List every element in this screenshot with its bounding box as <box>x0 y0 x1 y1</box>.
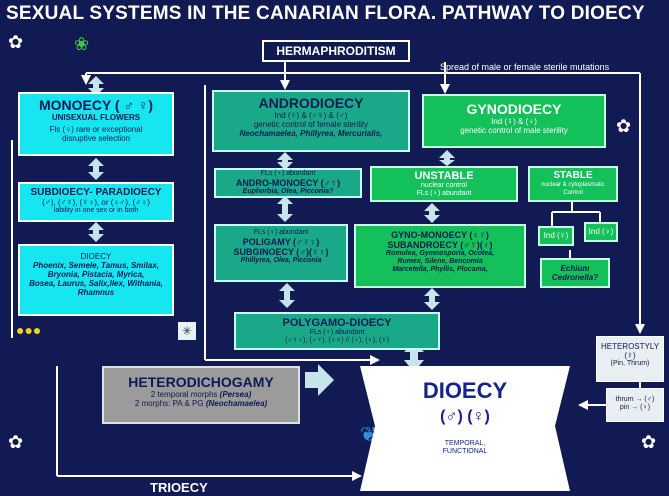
heterodichogamy-line2b: (Neochamaelea) <box>205 399 268 408</box>
echium-box: Echium Cedronella? <box>540 258 610 288</box>
trioecy-label: TRIOECY <box>150 480 208 495</box>
polygamodioecy-box: POLYGAMO-DIOECY FLs (♀) abundant (♂☿♀), … <box>234 312 440 350</box>
unstable-box: UNSTABLE nuclear control FLs (♀) abundan… <box>370 166 518 202</box>
page-title: SEXUAL SYSTEMS IN THE CANARIAN FLORA. PA… <box>6 3 645 24</box>
dioecy-main-line2: TEMPORAL, <box>444 440 486 447</box>
subdioecy-line2: lability in one sex or in both <box>53 207 139 214</box>
gynomonoecy-title2: SUBANDROECY (♂☿)(♀) <box>387 240 493 250</box>
monoecy-line2: disruptive selection <box>61 134 131 143</box>
monoecy-sub: UNISEXUAL FLOWERS <box>51 113 141 122</box>
gynodioecy-box: GYNODIOECY Ind (☿) & (♀) genetic control… <box>422 94 606 148</box>
unstable-line1: nuclear control <box>421 182 467 189</box>
gynomonoecy-box: GYNO-MONOECY (♀☿) SUBANDROECY (♂☿)(♀) Ro… <box>354 224 526 288</box>
polygamodioecy-line1: FLs (♀) abundant <box>309 329 365 336</box>
heterodichogamy-line1b: (Persea) <box>219 390 252 399</box>
gynomonoecy-title: GYNO-MONOECY (♀☿) <box>391 230 489 240</box>
androdioecy-title: ANDRODIOECY <box>258 95 364 111</box>
heterostyly-box: HETEROSTYLY (☿) (Pin, Thrum) <box>596 336 664 382</box>
polygamodioecy-line2: (♂☿♀), (♂☿), (♀☿) // (♂), (♀), (☿) <box>285 337 389 344</box>
poligamy-line1: Phillyrea, Olea, Picconia <box>240 257 322 264</box>
heterodichogamy-title: HETERODICHOGAMY <box>128 374 274 390</box>
dioecy-list-line3: Bosea, Laurus, Salix,Ilex, Withania, <box>29 279 163 288</box>
dioecy-main: DIOECY (♂) (♀) TEMPORAL, FUNCTIONAL <box>372 372 558 490</box>
monoecy-line1: Fls (♀) rare or exceptional <box>49 125 143 134</box>
dioecy-list-line1: Phoenix, Semele, Tamus, Smilax, <box>33 261 159 270</box>
subdioecy-title: SUBDIOECY- PARADIOECY <box>30 187 162 198</box>
heterodichogamy-line2: 2 morphs: PA & PG <box>134 399 204 408</box>
dioecy-main-line1: (♂) (♀) <box>440 408 490 425</box>
flower-icon: ✿ <box>616 116 632 136</box>
unstable-title: UNSTABLE <box>414 170 474 182</box>
gynomonoecy-line3: Marcetella, Phyllis, Plocama, <box>392 266 488 273</box>
poligamy-title: POLIGAMY (♂☿♀) <box>242 237 320 247</box>
monoecy-box: MONOECY ( ♂ ♀) UNISEXUAL FLOWERS Fls (♀)… <box>18 92 174 156</box>
stable-line2: Control <box>563 190 583 196</box>
stable-line1: nuclear & cytoplasmatic <box>541 182 605 188</box>
andromonoecy-line1: Euphorbia, Olea, Picconia? <box>242 188 334 195</box>
dioecy-list-line4: Rhamnus <box>77 288 115 297</box>
echium-line2: Cedronella? <box>551 273 599 282</box>
spread-note: Spread of male or female sterile mutatio… <box>440 62 610 72</box>
pollen-icon: ✳ <box>178 322 196 340</box>
heterostyly-line1: (☿) <box>624 351 636 360</box>
heterostyly-line3: thrum → (♂) <box>615 396 655 403</box>
andromonoecy-box: FLs (♀) abundant ANDRO-MONOECY (♂☿) Euph… <box>214 168 362 198</box>
gynodioecy-title: GYNODIOECY <box>466 101 562 117</box>
polygamodioecy-title: POLYGAMO-DIOECY <box>282 317 392 329</box>
dioecy-main-title: DIOECY <box>422 378 508 403</box>
heterostyly-line4: pin → (♀) <box>619 404 651 411</box>
dioecy-list-box: DIOECY Phoenix, Semele, Tamus, Smilax, B… <box>18 244 174 316</box>
dioecy-list-line2: Bryonia, Pistacia, Myrica, <box>47 270 145 279</box>
subdioecy-box: SUBDIOECY- PARADIOECY (♂), (♂☿), (☿♀), o… <box>18 182 174 222</box>
heterostyly-morph-box: thrum → (♂) pin → (♀) <box>606 388 664 422</box>
androdioecy-line1: Ind (☿) & (♂☿) & (♂) <box>274 111 348 120</box>
monoecy-title: MONOECY ( ♂ ♀) <box>38 97 154 113</box>
poligamy-box: FLs (♀) abundant POLIGAMY (♂☿♀) SUBGINOE… <box>214 224 348 282</box>
heterostyly-line2: (Pin, Thrum) <box>610 360 650 367</box>
flower-icon: ✿ <box>8 32 24 52</box>
andromonoecy-line0: FLs (♀) abundant <box>260 170 316 177</box>
heterostyly-title: HETEROSTYLY <box>600 342 660 351</box>
gynodioecy-line2: genetic control of male sterility <box>460 126 568 135</box>
ind-female-box: Ind (♀) <box>584 222 618 242</box>
plant-icon: ❀ <box>74 34 90 54</box>
gynomonoecy-line2: Rumex, Silene, Bencomia <box>397 258 483 265</box>
flower-icon: ✿ <box>8 432 24 452</box>
flower-icon: ✿ <box>641 432 657 452</box>
gynodioecy-line1: Ind (☿) & (♀) <box>491 117 537 126</box>
poligamy-title2: SUBGINOECY (♂)(☿♀) <box>233 247 329 257</box>
dioecy-main-line3: FUNCTIONAL <box>442 448 488 455</box>
heterodichogamy-line1: 2 temporal morphs <box>150 390 218 399</box>
androdioecy-box: ANDRODIOECY Ind (☿) & (♂☿) & (♂) genetic… <box>212 90 410 152</box>
dioecy-star-shape <box>360 366 570 491</box>
subdioecy-line1: (♂), (♂☿), (☿♀), or (♀♂), (♂♀) <box>42 198 150 207</box>
unstable-line2: FLs (♀) abundant <box>416 190 472 197</box>
stable-box: STABLE nuclear & cytoplasmatic Control <box>528 166 618 202</box>
heterodichogamy-box: HETERODICHOGAMY 2 temporal morphs (Perse… <box>102 366 300 424</box>
poligamy-line0: FLs (♀) abundant <box>253 229 309 236</box>
hermaphroditism-box: HERMAPHRODITISM <box>262 40 410 62</box>
androdioecy-line2: genetic control of female sterility <box>253 120 369 129</box>
bee-icon: ●●● <box>16 322 42 338</box>
ind-male-box: Ind (☿) <box>538 226 574 246</box>
gynomonoecy-line1: Romulea, Gymnosporia, Ocotea, <box>385 250 495 257</box>
andromonoecy-title: ANDRO-MONOECY (♂☿) <box>235 178 341 188</box>
dioecy-list-title: DIOECY <box>80 252 112 261</box>
androdioecy-line3: Neochamaelea, Phillyrea, Mercurialis, <box>239 129 383 138</box>
stable-title: STABLE <box>553 170 593 181</box>
echium-line1: Echium <box>560 264 590 273</box>
